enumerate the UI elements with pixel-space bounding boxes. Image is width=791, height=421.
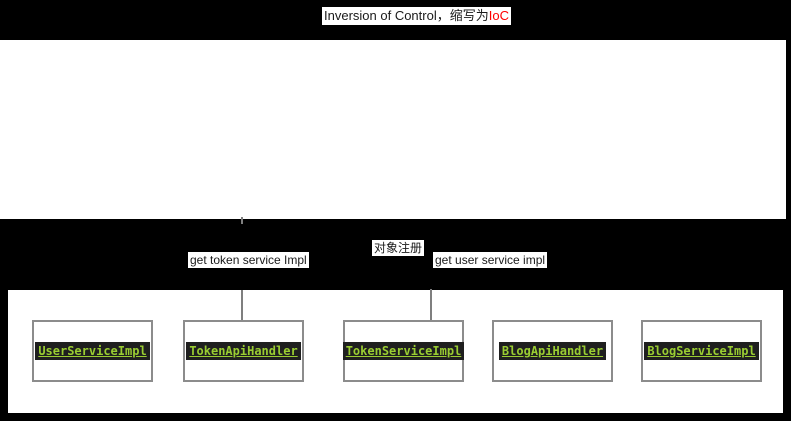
label-object-register: 对象注册 bbox=[372, 240, 425, 256]
diagram-title: Inversion of Control，缩写为IoC bbox=[322, 7, 511, 25]
class-name-blog-service-impl: BlogServiceImpl bbox=[644, 342, 759, 360]
connector-token-line bbox=[241, 290, 243, 322]
label-get-user-service: get user service impl bbox=[433, 252, 548, 268]
connector-user-line bbox=[430, 289, 432, 320]
class-box-token-api-handler: TokenApiHandler bbox=[183, 320, 304, 382]
title-highlight-ioc: IoC bbox=[488, 8, 509, 23]
title-text: Inversion of Control，缩写为 bbox=[324, 8, 489, 23]
class-box-blog-service-impl: BlogServiceImpl bbox=[641, 320, 762, 382]
class-name-token-service-impl: TokenServiceImpl bbox=[342, 342, 465, 360]
ioc-container-canvas bbox=[0, 40, 786, 219]
label-get-token-service: get token service Impl bbox=[188, 252, 309, 268]
class-name-token-api-handler: TokenApiHandler bbox=[186, 342, 301, 360]
class-box-token-service-impl: TokenServiceImpl bbox=[342, 320, 465, 382]
class-name-user-service-impl: UserServiceImpl bbox=[35, 342, 150, 360]
class-box-user-service-impl: UserServiceImpl bbox=[32, 320, 153, 382]
connector-token-stub bbox=[241, 217, 243, 224]
class-name-blog-api-handler: BlogApiHandler bbox=[498, 342, 607, 360]
class-box-blog-api-handler: BlogApiHandler bbox=[492, 320, 613, 382]
